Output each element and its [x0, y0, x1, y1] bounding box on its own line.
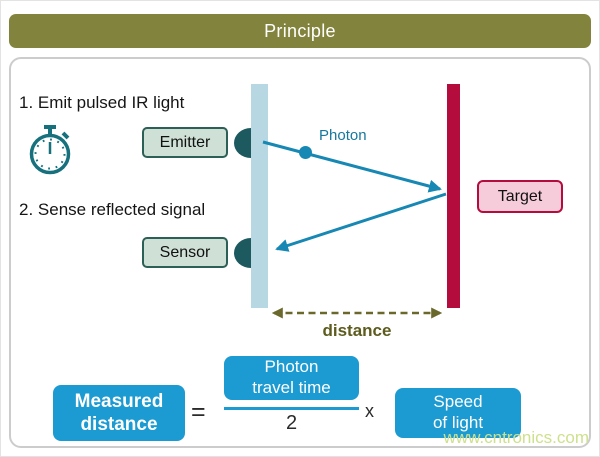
sensor-lens [234, 238, 251, 268]
watermark: www.cntronics.com [443, 428, 589, 447]
photon-dot-icon [299, 146, 312, 159]
emitter-lens [234, 128, 251, 158]
photon-travel-time-box: Photon travel time [224, 356, 359, 400]
header-bar: Principle [9, 14, 591, 48]
fraction-bar [224, 407, 359, 410]
measured-distance-box: Measured distance [53, 385, 185, 441]
target-surface-bar [447, 84, 460, 308]
denominator-2: 2 [285, 412, 298, 434]
stopwatch-icon [29, 125, 71, 175]
stopwatch-side-button [61, 131, 70, 140]
step-2-label: 2. Sense reflected signal [19, 200, 206, 219]
emitter-box: Emitter [142, 127, 228, 158]
photon-label: Photon [319, 127, 367, 144]
step-1-label: 1. Emit pulsed IR light [19, 93, 185, 112]
sensor-box: Sensor [142, 237, 228, 268]
target-box: Target [477, 180, 563, 213]
equals-sign: = [191, 398, 206, 426]
page-title: Principle [264, 20, 336, 41]
distance-label: distance [322, 321, 392, 340]
stopwatch-ticks [34, 138, 66, 170]
speed-of-light-box: Speed of light [395, 388, 521, 438]
multiply-sign: x [365, 401, 374, 421]
device-front-bar [251, 84, 268, 308]
